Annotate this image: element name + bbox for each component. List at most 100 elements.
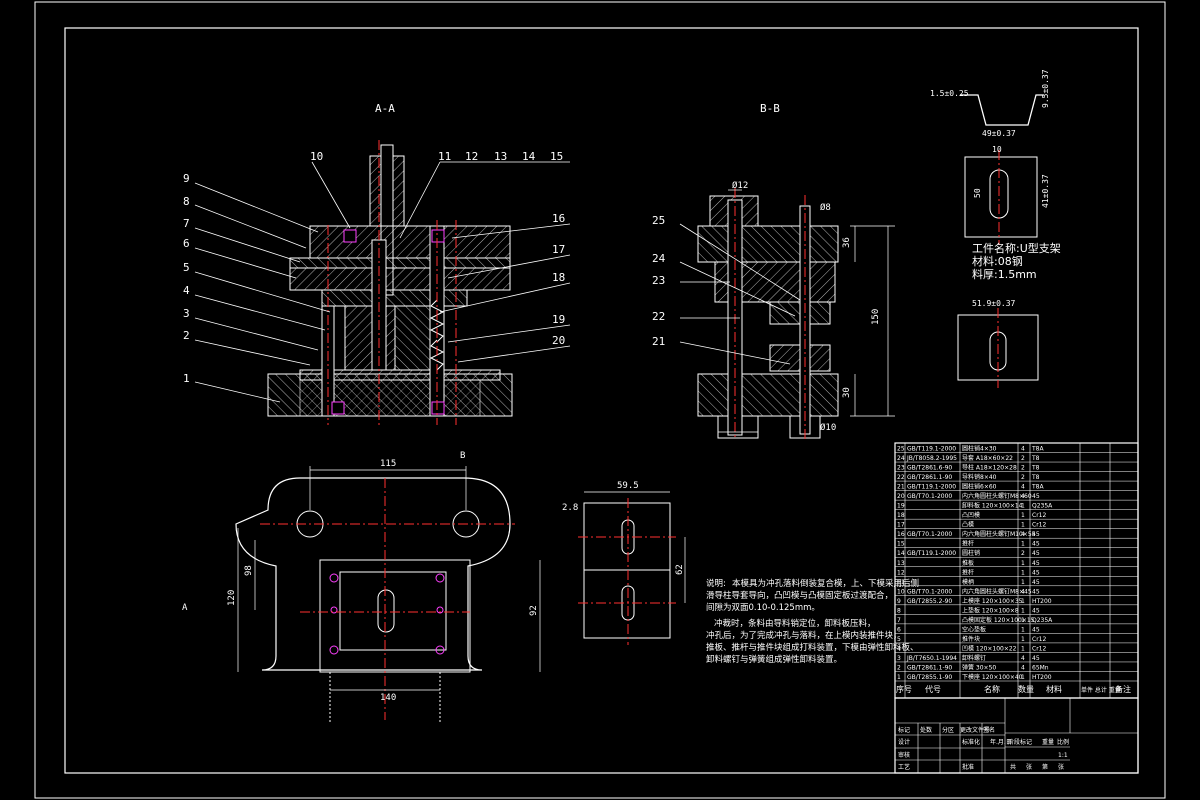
bom-cell-material: 45 — [1032, 560, 1040, 567]
tb-date: 年.月.日 — [990, 738, 1012, 746]
wp-dim-10: 10 — [992, 145, 1002, 154]
bom-cell-qty: 1 — [1021, 607, 1025, 614]
bom-header-remark: 备注 — [1115, 684, 1131, 694]
bom-cell-name: 圆柱销4×30 — [962, 445, 997, 453]
tb-sheet-unit-2: 张 — [1058, 763, 1064, 771]
bom-cell-seq: 18 — [897, 512, 905, 519]
bom-cell-seq: 23 — [897, 465, 905, 472]
bom-header-weight: 单件 总计 重量 — [1081, 686, 1121, 694]
bb-dim-d12: Ø12 — [732, 180, 748, 191]
bb-dim-d8: Ø8 — [820, 202, 831, 213]
bom-cell-qty: 1 — [1021, 598, 1025, 605]
part-label-23: 23 — [652, 274, 665, 287]
bom-cell-seq: 9 — [897, 598, 901, 605]
tb-design: 设计 — [898, 738, 910, 746]
plan-dim-92: 92 — [529, 605, 539, 616]
tb-sign: 签名 — [983, 726, 995, 734]
bom-cell-seq: 4 — [897, 645, 901, 652]
bom-cell-material: Cr12 — [1032, 645, 1046, 652]
parts-list: 2 5 GB/T119.1-2000 圆柱销4×30 4 T8A 2 4 JB/T8058.2-… — [894, 442, 1139, 774]
bom-cell-qty: 4 — [1021, 531, 1025, 538]
bom-cell-seq: 21 — [897, 484, 905, 491]
bom-cell-material: T8 — [1031, 455, 1040, 462]
bom-cell-qty: 1 — [1021, 579, 1025, 586]
bom-cell-seq: 2 — [897, 664, 901, 671]
strip-layout: 59.5 2.8 62 — [562, 481, 686, 645]
plan-dim-115: 115 — [380, 459, 396, 469]
wp-dim-9: 9.5±0.37 — [1041, 69, 1050, 108]
strip-dim-width: 59.5 — [617, 481, 639, 491]
bom-cell-code: JB/T7650.1-1994 — [906, 655, 957, 662]
bom-cell-material: HT200 — [1032, 598, 1052, 605]
bom-cell-seq: 22 — [897, 474, 905, 481]
bom-cell-seq: 8 — [897, 607, 901, 614]
part-label-21: 21 — [652, 335, 665, 348]
bom-cell-seq: 17 — [897, 522, 905, 529]
notes-line-2: 滑导柱导套导向，凸凹模与凸模固定板过渡配合， — [706, 590, 893, 601]
bom-cell-code: JB/T8058.2-1995 — [906, 455, 957, 462]
bom-cell-material: HT200 — [1032, 674, 1052, 681]
bom-cell-seq: 7 — [897, 617, 901, 624]
bom-cell-seq: 3 — [897, 655, 901, 662]
bom-cell-name: 凸模 — [962, 521, 974, 529]
bom-cell-seq: 10 — [897, 588, 905, 595]
bom-cell-code: GB/T70.1-2000 — [907, 588, 952, 595]
bom-cell-code: GB/T119.1-2000 — [907, 484, 956, 491]
bom-cell-material: 45 — [1032, 579, 1040, 586]
bom-cell-qty: 1 — [1021, 569, 1025, 576]
section-bb-title: B-B — [760, 102, 780, 115]
tb-sheet-total: 共 — [1010, 763, 1016, 771]
workpiece-views: 1.5±0.25 49±0.37 10 50 41±0.37 51.9±0.37… — [930, 69, 1061, 388]
bom-cell-qty: 1 — [1021, 541, 1025, 548]
bom-cell-qty: 2 — [1021, 550, 1025, 557]
bom-cell-name: 凸凹模 — [962, 511, 980, 519]
bom-cell-name: 圆柱销6×60 — [962, 483, 997, 491]
part-label-6: 6 — [183, 237, 190, 250]
bom-cell-material: T8A — [1031, 446, 1044, 453]
bom-cell-material: 45 — [1032, 655, 1040, 662]
bom-cell-name: 卸料板 120×100×14 — [962, 502, 1023, 510]
part-label-25: 25 — [652, 214, 665, 227]
bom-cell-material: T8 — [1031, 474, 1040, 481]
bom-cell-seq: 16 — [897, 531, 905, 538]
bb-dim-30: 30 — [842, 387, 852, 398]
bom-cell-seq: 6 — [897, 626, 901, 633]
bom-cell-material: 45 — [1032, 588, 1040, 595]
bom-cell-name: 空心垫板 — [962, 625, 986, 633]
bom-header-name: 名称 — [984, 684, 1000, 694]
plan-dim-120: 120 — [227, 590, 237, 606]
tb-review: 审核 — [898, 751, 910, 759]
part-label-16: 16 — [552, 212, 565, 225]
bom-cell-code: GB/T70.1-2000 — [907, 493, 952, 500]
tb-scale: 1:1 — [1058, 752, 1068, 759]
bom-header-material: 材料 — [1046, 684, 1062, 694]
part-label-24: 24 — [652, 252, 666, 265]
part-label-2: 2 — [183, 329, 190, 342]
bom-cell-material: Cr12 — [1032, 636, 1046, 643]
part-label-5: 5 — [183, 261, 190, 274]
bom-cell-seq: 13 — [897, 560, 905, 567]
bom-cell-material: 45 — [1032, 541, 1040, 548]
tb-mark: 标记 — [898, 726, 910, 734]
bom-cell-seq: 5 — [897, 636, 901, 643]
plan-view: 115 140 120 98 92 A B — [182, 451, 541, 722]
bom-cell-qty: 4 — [1021, 655, 1025, 662]
part-label-20: 20 — [552, 334, 565, 347]
outer-frame — [34, 1, 1166, 799]
wp-dim-41: 41±0.37 — [1041, 174, 1050, 208]
section-bb: B-B 150 30 36 Ø12 Ø8 Ø10 — [652, 102, 895, 440]
bom-cell-name: 凸模固定板 120×100×15 — [962, 616, 1035, 624]
part-label-15: 15 — [550, 150, 563, 163]
bom-header-seq: 序号 — [896, 684, 912, 694]
part-label-4: 4 — [183, 284, 190, 297]
bom-cell-code: GB/T2861.1-90 — [907, 474, 952, 481]
bom-cell-material: Cr12 — [1032, 522, 1046, 529]
tb-change-doc: 更改文件号 — [960, 726, 990, 734]
bom-cell-qty: 2 — [1021, 465, 1025, 472]
bom-cell-qty: 1 — [1021, 645, 1025, 652]
bom-cell-qty: 4 — [1021, 484, 1025, 491]
bom-cell-qty: 1 — [1021, 560, 1025, 567]
bom-cell-name: 推杆 — [962, 568, 974, 576]
tb-stage: 阶段标记 — [1008, 738, 1032, 746]
